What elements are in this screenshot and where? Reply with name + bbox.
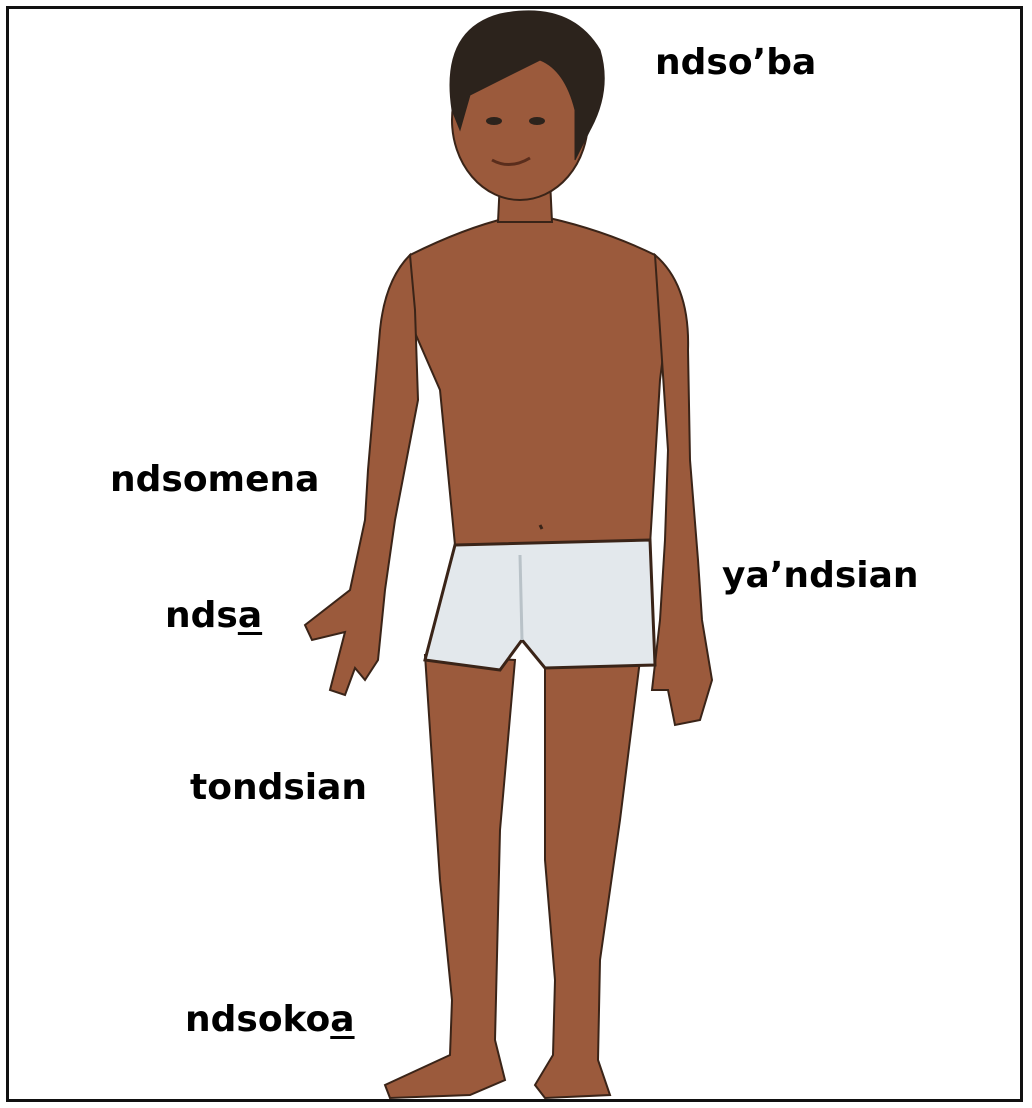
right-leg <box>535 660 640 1098</box>
left-arm <box>305 255 418 695</box>
left-leg <box>385 655 515 1098</box>
right-arm <box>652 255 712 725</box>
label-foot: ndsokoa <box>185 1002 355 1038</box>
label-head: ndso’ba <box>655 45 816 81</box>
label-hand: ndsa <box>165 598 262 634</box>
shorts <box>425 540 655 670</box>
label-hip: ya’ndsian <box>722 558 919 594</box>
label-arm: ndsomena <box>110 462 319 498</box>
label-leg: tondsian <box>190 770 367 806</box>
torso <box>405 215 670 545</box>
